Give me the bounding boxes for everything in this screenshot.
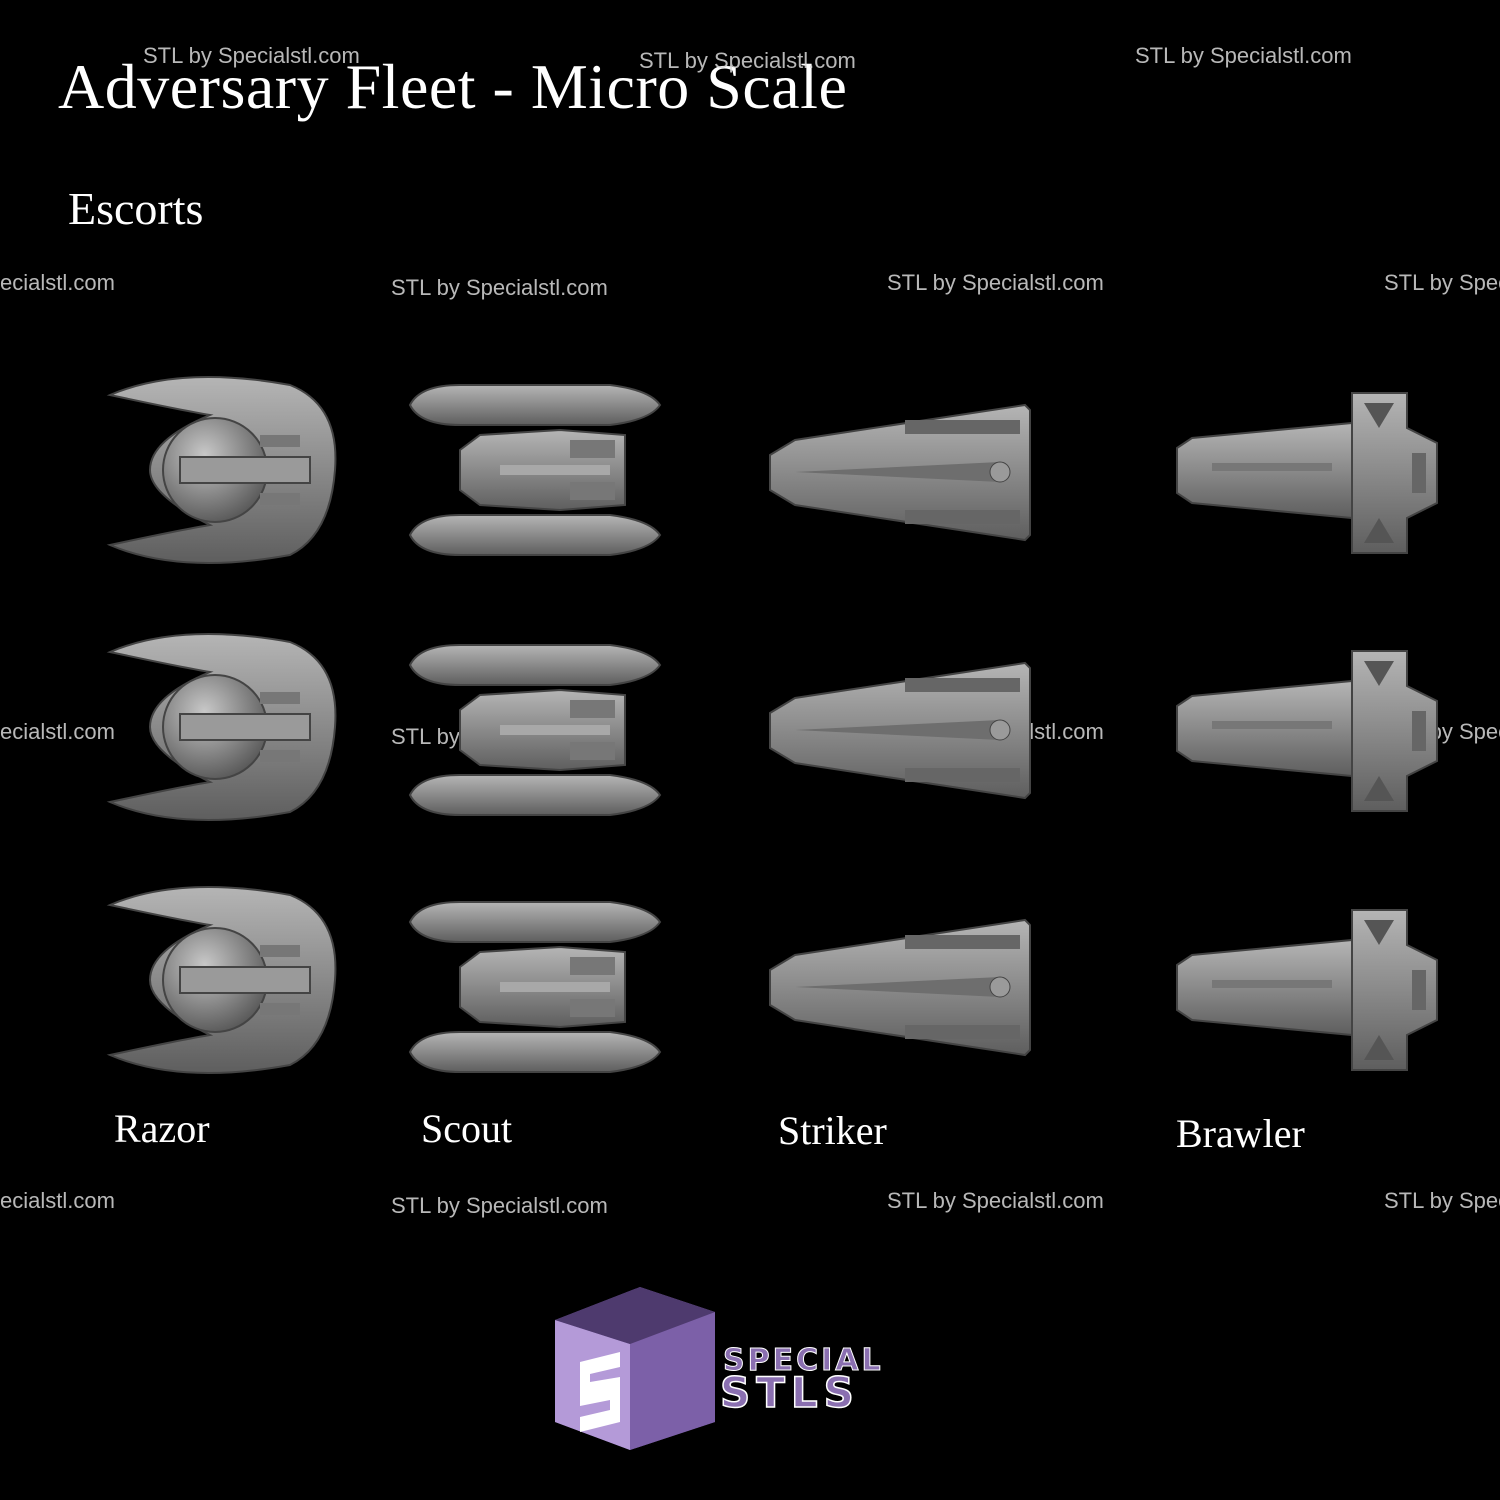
brawler-ship-variant-1: [1176, 392, 1438, 554]
logo-text-stls: STLS: [720, 1368, 860, 1417]
special-stls-logo: SPECIAL STLS: [555, 1287, 884, 1450]
scout-ship-variant-1: [409, 384, 661, 556]
watermark: ecialstl.com: [0, 1188, 115, 1213]
watermark: STL by Specialstl.com: [887, 1188, 1104, 1213]
ship-label-scout: Scout: [421, 1106, 513, 1151]
watermark: STL by Specialstl.com: [391, 275, 608, 300]
razor-ship-variant-3: [109, 886, 337, 1074]
watermark: STL by Specialstl.com: [391, 1193, 608, 1218]
watermark: STL by Spec: [1384, 1188, 1500, 1213]
striker-ship-variant-3: [769, 919, 1031, 1056]
page-title: Adversary Fleet - Micro Scale: [58, 51, 848, 122]
razor-ship-variant-1: [109, 376, 337, 564]
brawler-ship-variant-3: [1176, 909, 1438, 1071]
ship-label-razor: Razor: [114, 1106, 210, 1151]
watermark: ecialstl.com: [0, 270, 115, 295]
watermark: STL by Specialstl.com: [1135, 43, 1352, 68]
brawler-ship-variant-2: [1176, 650, 1438, 812]
scout-ship-variant-3: [409, 901, 661, 1073]
ship-label-brawler: Brawler: [1176, 1111, 1305, 1156]
section-title: Escorts: [68, 183, 204, 234]
logo-text-special: SPECIAL: [723, 1343, 884, 1378]
watermark: STL by Specialstl.com: [887, 270, 1104, 295]
watermark: STL by Spec: [1384, 270, 1500, 295]
razor-ship-variant-2: [109, 633, 337, 821]
scout-ship-variant-2: [409, 644, 661, 816]
striker-ship-variant-2: [769, 662, 1031, 799]
striker-ship-variant-1: [769, 404, 1031, 541]
ship-label-striker: Striker: [778, 1108, 887, 1153]
